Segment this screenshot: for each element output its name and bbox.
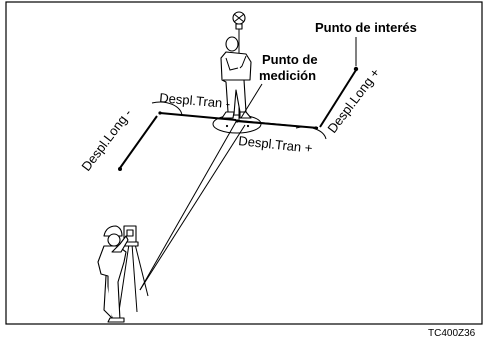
right-angle-left-dot bbox=[158, 111, 162, 115]
instrument-operator-figure bbox=[97, 225, 149, 323]
long-plus-arrow bbox=[319, 69, 357, 128]
label-long-offset-plus: Despl.Long + bbox=[324, 65, 382, 136]
right-angle-left bbox=[151, 101, 183, 117]
label-point-of-interest: Punto de interés bbox=[315, 20, 417, 35]
leader-measurement-point bbox=[240, 83, 263, 119]
sight-line bbox=[139, 119, 238, 291]
rod-person-figure bbox=[220, 11, 252, 121]
measurement-point-dot-r bbox=[246, 124, 250, 128]
right-angle-right-dot bbox=[314, 126, 318, 130]
label-long-offset-minus: Despl.Long - bbox=[78, 106, 134, 174]
measurement-point-dot bbox=[235, 119, 239, 123]
figure-reference: TC400Z36 bbox=[428, 328, 476, 337]
right-angle-right bbox=[295, 126, 327, 140]
trans-minus-arrow bbox=[159, 112, 237, 121]
long-minus-end-point bbox=[118, 167, 122, 171]
label-measurement-point-2: medición bbox=[259, 68, 316, 83]
diagram-border bbox=[5, 1, 483, 325]
long-minus-arrow bbox=[119, 115, 158, 169]
label-trans-offset-minus: Despl.Tran - bbox=[159, 90, 231, 111]
label-trans-offset-plus: Despl.Tran + bbox=[238, 133, 313, 156]
measurement-point-dot-l bbox=[225, 124, 229, 128]
measurement-point-ring bbox=[212, 114, 262, 134]
ground-line bbox=[139, 124, 246, 291]
point-of-interest-marker bbox=[353, 66, 359, 72]
label-measurement-point-1: Punto de bbox=[262, 52, 318, 67]
